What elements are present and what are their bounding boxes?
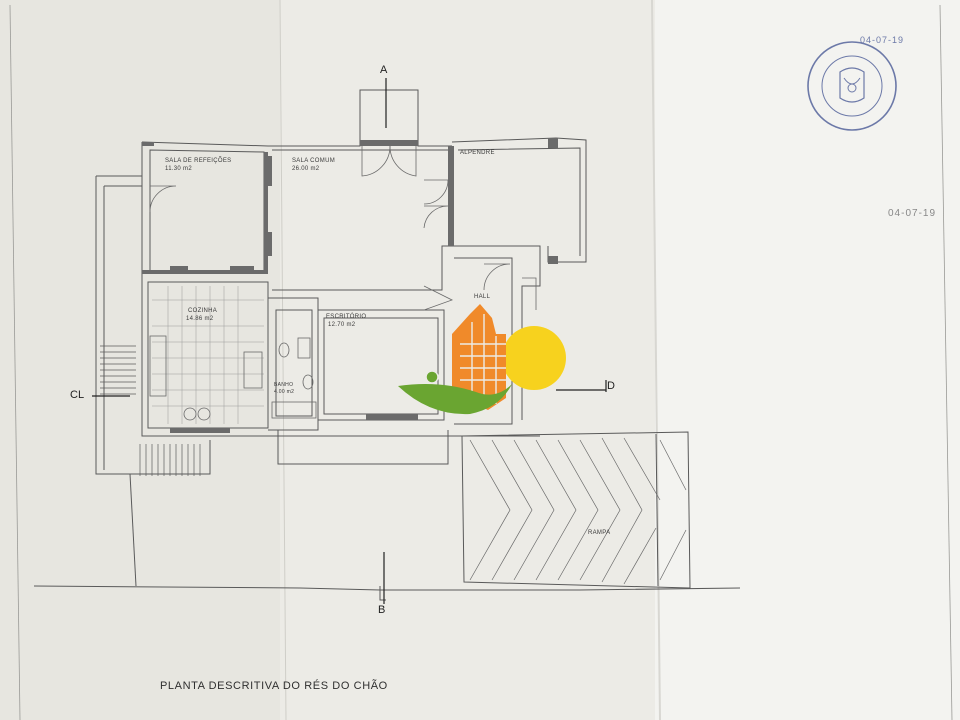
door-swings xyxy=(149,145,537,311)
section-marker-c: CL xyxy=(70,389,85,401)
kitchen-fixtures xyxy=(149,335,263,421)
drawing-caption: PLANTA DESCRITIVA DO RÉS DO CHÃO xyxy=(160,680,388,692)
room-area-living: 26.00 m2 xyxy=(292,166,320,172)
paper-frame-line xyxy=(939,4,953,720)
section-marker-a: A xyxy=(380,64,388,76)
room-label-office: ESCRITÓRIO xyxy=(326,314,367,320)
bathroom-fixtures xyxy=(271,337,317,419)
paper-fold-line xyxy=(279,0,287,720)
section-marker-b: B xyxy=(378,604,386,616)
section-marker-d: D xyxy=(607,380,615,392)
paper-frame-line xyxy=(9,4,21,720)
margin-date: 04-07-19 xyxy=(888,208,937,219)
logo-hill xyxy=(398,384,512,415)
room-label-bath: BANHO xyxy=(274,382,294,388)
watermark-logo xyxy=(398,304,566,415)
room-label-hall: HALL xyxy=(474,294,491,300)
paper-panel-right xyxy=(655,0,960,720)
section-lines xyxy=(92,78,607,604)
logo-building xyxy=(452,304,506,410)
room-label-kitchen: COZINHA xyxy=(188,308,218,314)
logo-sun xyxy=(502,326,566,390)
ramp-hatching xyxy=(469,437,687,585)
room-label-ramp: RAMPA xyxy=(588,530,611,536)
municipal-stamp xyxy=(807,41,897,131)
room-label-porch: ALPENDRE xyxy=(460,150,495,156)
room-area-bath: 4.00 m2 xyxy=(274,389,295,395)
stamp-date: 04-07-19 xyxy=(860,35,905,45)
room-area-office: 12.70 m2 xyxy=(328,322,356,328)
room-label-dining: SALA DE REFEIÇÕES xyxy=(165,158,232,164)
room-label-living: SALA COMUM xyxy=(292,158,336,164)
plan-wall-fills xyxy=(142,138,558,433)
paper-panel-left xyxy=(0,0,280,720)
room-area-kitchen: 14.86 m2 xyxy=(186,316,214,322)
paper-fold-line xyxy=(651,0,661,720)
kitchen-tile-grid xyxy=(152,286,264,424)
room-area-dining: 11.30 m2 xyxy=(165,166,192,172)
logo-dot xyxy=(425,370,439,384)
